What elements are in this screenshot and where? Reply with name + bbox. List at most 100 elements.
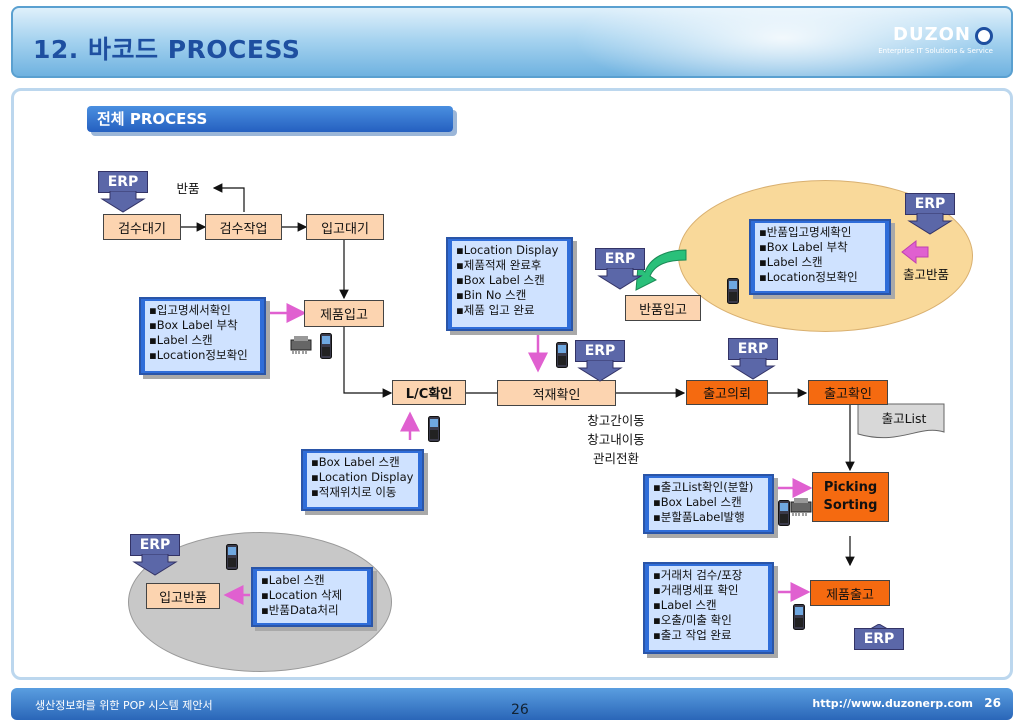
node-picking-sorting: Picking Sorting (812, 472, 889, 522)
erp-label: ERP (130, 534, 180, 556)
return-curved-arrow (635, 249, 687, 291)
node-product-receive: 제품입고 (304, 300, 384, 327)
note-return-in-item: ▪반품입고명세확인 (759, 225, 852, 239)
note-location-item: ▪제품적재 완료후 (456, 258, 542, 272)
node-ship-confirm: 출고확인 (808, 380, 888, 405)
node-inspect-work: 검수작업 (205, 214, 282, 240)
footer-url: http://www.duzonerp.com (812, 697, 973, 710)
note-return-out-item: ▪반품Data처리 (261, 603, 339, 617)
arrow-down-icon (132, 554, 178, 576)
arrow-down-icon (100, 191, 146, 213)
arrow-down-icon (597, 268, 643, 290)
picking-line: Picking (823, 480, 878, 495)
ship-list-document (857, 403, 945, 439)
note-picking: ▪출고List확인(분할) ▪Box Label 스캔 ▪분할품Label발행 (643, 474, 774, 534)
handheld-scanner-icon (226, 544, 238, 570)
node-return-receive: 반품입고 (625, 295, 701, 321)
footer-doc-title: 생산정보화를 위한 POP 시스템 제안서 (35, 699, 213, 712)
header-decoration (573, 8, 993, 76)
erp-label: ERP (905, 193, 955, 215)
logo-name: DUZON (893, 24, 971, 45)
note-return-out: ▪Label 스캔 ▪Location 삭제 ▪반품Data처리 (251, 567, 373, 627)
return-label: 반품 (176, 181, 200, 196)
note-receipt-item: ▪Label 스캔 (149, 333, 213, 347)
note-lc-item: ▪Location Display (311, 470, 414, 484)
arrow-down-icon (577, 360, 623, 382)
note-return-in-item: ▪Location정보확인 (759, 270, 858, 284)
note-lc: ▪Box Label 스캔 ▪Location Display ▪적재위치로 이… (301, 449, 424, 511)
note-return-in-item: ▪Box Label 부착 (759, 240, 848, 254)
note-lc-item: ▪적재위치로 이동 (311, 485, 397, 499)
node-receive-wait: 입고대기 (306, 214, 384, 240)
erp-label: ERP (575, 340, 625, 362)
barcode-printer-icon (290, 336, 312, 354)
note-picking-item: ▪분할품Label발행 (653, 510, 745, 524)
ship-return-label: 출고반품 (902, 267, 949, 282)
ship-return-arrow (901, 239, 929, 265)
barcode-printer-icon (790, 498, 812, 516)
handheld-scanner-icon (556, 342, 568, 368)
node-inspect-wait: 검수대기 (103, 214, 181, 240)
footer-bar: 생산정보화를 위한 POP 시스템 제안서 26 http://www.duzo… (11, 688, 1013, 720)
note-shipping: ▪거래처 검수/포장 ▪거래명세표 확인 ▪Label 스캔 ▪오출/미출 확인… (643, 562, 774, 654)
node-stacking-check: 적재확인 (497, 380, 616, 406)
erp-label: ERP (595, 248, 645, 270)
arrow-down-icon (730, 358, 776, 380)
ship-list-label: 출고List (881, 411, 927, 426)
note-location-item: ▪제품 입고 완료 (456, 303, 535, 317)
node-receive-return: 입고반품 (146, 583, 220, 609)
note-return-out-item: ▪Label 스캔 (261, 573, 325, 587)
footer-page-number: 26 (511, 702, 529, 718)
handheld-scanner-icon (778, 500, 790, 526)
note-shipping-item: ▪오출/미출 확인 (653, 613, 732, 627)
transfer-line-2: 창고내이동 (587, 432, 645, 447)
note-location: ▪Location Display ▪제품적재 완료후 ▪Box Label 스… (446, 237, 573, 331)
handheld-scanner-icon (428, 416, 440, 442)
logo-mark-icon (975, 26, 993, 45)
note-receipt-item: ▪Location정보확인 (149, 348, 248, 362)
note-location-item: ▪Box Label 스캔 (456, 273, 545, 287)
note-shipping-item: ▪거래처 검수/포장 (653, 568, 743, 582)
handheld-scanner-icon (793, 604, 805, 630)
company-logo: DUZON Enterprise IT Solutions & Service (878, 24, 993, 55)
footer-page-right: 26 (984, 696, 1001, 710)
erp-return-in-badge: ERP (905, 193, 955, 235)
note-receipt: ▪입고명세서확인 ▪Box Label 부착 ▪Label 스캔 ▪Locati… (139, 297, 266, 375)
erp-stacking-badge: ERP (575, 340, 625, 382)
note-location-item: ▪Bin No 스캔 (456, 288, 527, 302)
handheld-scanner-icon (727, 278, 739, 304)
header-banner: 12. 바코드 PROCESS DUZON Enterprise IT Solu… (11, 6, 1013, 78)
note-picking-item: ▪Box Label 스캔 (653, 495, 742, 509)
note-location-item: ▪Location Display (456, 243, 559, 257)
arrow-down-icon (907, 213, 953, 235)
handheld-scanner-icon (320, 333, 332, 359)
erp-inbound-badge: ERP (98, 171, 148, 213)
transfer-line-1: 창고간이동 (587, 413, 645, 428)
erp-label: ERP (98, 171, 148, 193)
note-receipt-item: ▪Box Label 부착 (149, 318, 238, 332)
note-picking-item: ▪출고List확인(분할) (653, 480, 754, 494)
erp-label: ERP (728, 338, 778, 360)
section-title: 전체 PROCESS (87, 106, 453, 132)
note-shipping-item: ▪출고 작업 완료 (653, 628, 732, 642)
node-lc-check: L/C확인 (392, 380, 466, 405)
node-product-ship: 제품출고 (810, 580, 890, 606)
node-ship-request: 출고의뢰 (686, 380, 768, 405)
note-shipping-item: ▪Label 스캔 (653, 598, 717, 612)
note-shipping-item: ▪거래명세표 확인 (653, 583, 739, 597)
erp-label: ERP (854, 628, 904, 650)
transfer-line-3: 관리전환 (592, 451, 639, 466)
page-title: 12. 바코드 PROCESS (33, 35, 301, 64)
erp-ship-request-badge: ERP (728, 338, 778, 380)
erp-receive-return-badge: ERP (130, 534, 180, 576)
note-receipt-item: ▪입고명세서확인 (149, 303, 231, 317)
note-return-in-item: ▪Label 스캔 (759, 255, 823, 269)
note-return-in: ▪반품입고명세확인 ▪Box Label 부착 ▪Label 스캔 ▪Locat… (749, 219, 891, 295)
erp-return-receive-badge: ERP (595, 248, 645, 290)
note-lc-item: ▪Box Label 스캔 (311, 455, 400, 469)
sorting-line: Sorting (823, 498, 878, 513)
erp-ship-out-badge: ERP (854, 624, 904, 666)
note-return-out-item: ▪Location 삭제 (261, 588, 343, 602)
logo-tagline: Enterprise IT Solutions & Service (878, 47, 993, 55)
